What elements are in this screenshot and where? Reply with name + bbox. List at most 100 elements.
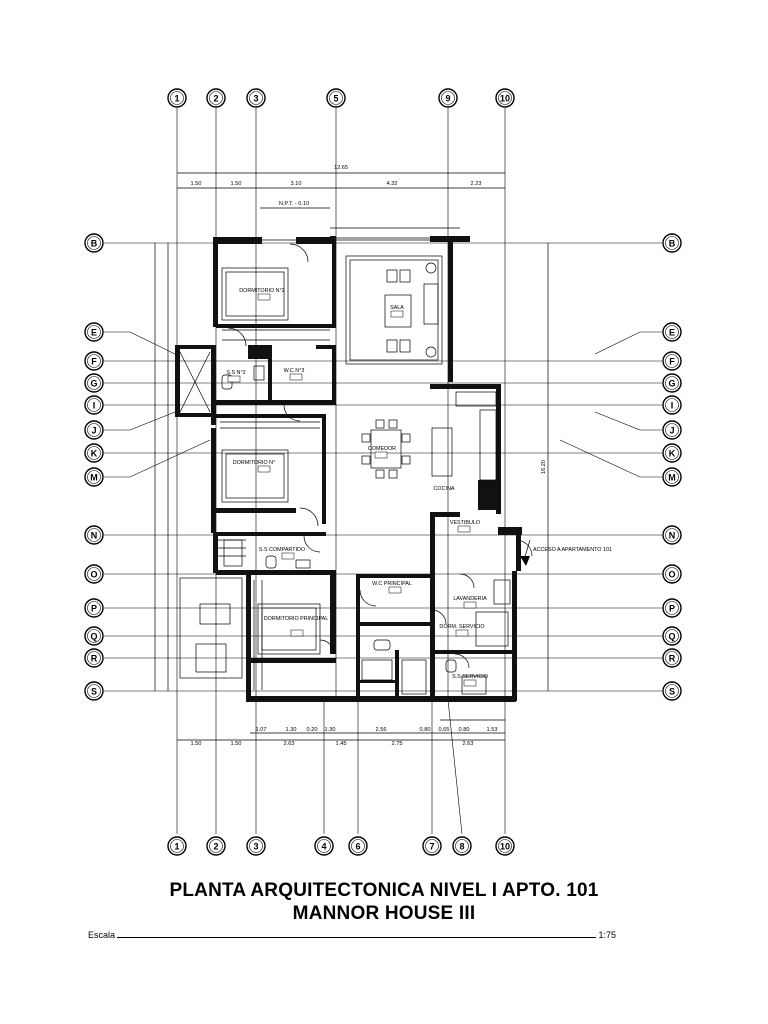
- axis-bubble-left-I: I: [84, 395, 104, 415]
- room-sscompartido: S.S COMPARTIDO: [259, 547, 305, 553]
- axis-bubble-label: K: [669, 449, 676, 459]
- axis-bubbles-right: B E F G I J KM N O P Q R S: [662, 233, 682, 701]
- axis-bubble-right-J: J: [662, 420, 682, 440]
- axis-bubble-right-F: F: [662, 351, 682, 371]
- dim-bot1-2: 1.30: [286, 727, 297, 733]
- axis-bubble-label: K: [91, 449, 98, 459]
- room-ssn2: S.S N°2: [226, 370, 245, 376]
- dim-top-4: 4.32: [387, 181, 398, 187]
- dim-bot2-4: 1.45: [336, 741, 347, 747]
- dim-bot2-5: 2.75: [392, 741, 403, 747]
- axis-bubble-left-R: R: [84, 648, 104, 668]
- axis-bubble-bottom-8: 8: [452, 836, 472, 856]
- axis-bubble-top-10: 10: [495, 88, 515, 108]
- axis-bubble-left-F: F: [84, 351, 104, 371]
- axis-bubble-right-Q: Q: [662, 626, 682, 646]
- axis-bubble-label: N: [669, 531, 676, 541]
- axis-bubble-bottom-2: 2: [206, 836, 226, 856]
- dim-bot1-5: 2.56: [376, 727, 387, 733]
- scale-underline: [117, 929, 597, 938]
- axis-bubble-left-K: K: [84, 443, 104, 463]
- axis-bubble-right-R: R: [662, 648, 682, 668]
- axis-bubble-label: N: [91, 531, 98, 541]
- axis-bubble-label: E: [669, 328, 675, 338]
- axis-bubble-bottom-4: 4: [314, 836, 334, 856]
- dim-top-3: 3.10: [291, 181, 302, 187]
- axis-bubble-bottom-10: 10: [495, 836, 515, 856]
- dim-bot2-6: 2.63: [463, 741, 474, 747]
- dim-bot1-1: 1.07: [256, 727, 267, 733]
- axis-bubble-label: P: [91, 604, 97, 614]
- axis-bubble-left-E: E: [84, 322, 104, 342]
- axis-bubble-right-N: N: [662, 525, 682, 545]
- axis-bubble-label: G: [668, 379, 675, 389]
- drawing-subtitle: MANNOR HOUSE III: [292, 903, 476, 924]
- axis-bubble-left-O: O: [84, 564, 104, 584]
- room-dormservicio: DORM. SERVICIO: [439, 624, 484, 630]
- axis-bubble-top-1: 1: [167, 88, 187, 108]
- room-dorm2: DORMITORIO N°2: [239, 288, 284, 294]
- axis-bubble-bottom-1: 1: [167, 836, 187, 856]
- room-comedor: COMEDOR: [368, 446, 396, 452]
- axis-bubble-label: Q: [668, 632, 675, 642]
- axis-bubble-label: S: [91, 687, 97, 697]
- axis-bubble-right-B: B: [662, 233, 682, 253]
- dim-bot1-6: 0.80: [420, 727, 431, 733]
- room-dorm3: DORMITORIO N°: [233, 460, 276, 466]
- axis-bubble-label: 2: [213, 842, 218, 852]
- dim-bot1-8: 0.80: [459, 727, 470, 733]
- axis-bubble-label: 1: [174, 842, 179, 852]
- axis-bubble-left-Q: Q: [84, 626, 104, 646]
- room-sala: SALA: [390, 305, 404, 311]
- axis-bubble-left-B: B: [84, 233, 104, 253]
- axis-bubble-label: Q: [90, 632, 97, 642]
- axis-bubble-label: O: [90, 570, 97, 580]
- axis-bubble-right-K: K: [662, 443, 682, 463]
- axis-bubble-left-S: S: [84, 681, 104, 701]
- axis-bubble-label: R: [669, 654, 676, 664]
- axis-bubble-label: 2: [213, 94, 218, 104]
- axis-bubble-label: E: [91, 328, 97, 338]
- axis-bubble-left-G: G: [84, 373, 104, 393]
- room-cocina: COCINA: [434, 486, 455, 492]
- axis-bubble-left-M: M: [84, 467, 104, 487]
- room-lavanderia: LAVANDERIA: [453, 596, 487, 602]
- axis-bubble-label: P: [669, 604, 675, 614]
- axis-bubble-label: F: [91, 357, 97, 367]
- interior-details: [179, 237, 533, 695]
- dim-bot1-9: 1.53: [487, 727, 498, 733]
- dim-top-2: 1.50: [231, 181, 242, 187]
- axis-bubble-label: R: [91, 654, 98, 664]
- axis-bubble-left-P: P: [84, 598, 104, 618]
- axis-bubble-label: 7: [429, 842, 434, 852]
- axis-bubble-label: I: [671, 401, 674, 411]
- axis-bubble-right-M: M: [662, 467, 682, 487]
- axis-bubble-label: O: [668, 570, 675, 580]
- axis-bubble-label: J: [669, 426, 674, 436]
- axis-bubble-bottom-7: 7: [422, 836, 442, 856]
- walls: [175, 236, 522, 702]
- axis-bubble-left-N: N: [84, 525, 104, 545]
- dim-top-1: 1.50: [191, 181, 202, 187]
- room-dormprincipal: DORMITORIO PRINCIPAL: [264, 616, 329, 622]
- dim-bot1-4: 1.30: [325, 727, 336, 733]
- dimension-lines: [154, 172, 549, 741]
- axis-bubble-label: 3: [253, 842, 258, 852]
- axis-bubble-right-S: S: [662, 681, 682, 701]
- axis-bubble-bottom-6: 6: [348, 836, 368, 856]
- scale-value: 1:75: [598, 930, 616, 940]
- vertical-grid-lines: [176, 108, 506, 835]
- room-wcprincipal: W.C PRINCIPAL: [372, 581, 412, 587]
- axis-bubble-right-P: P: [662, 598, 682, 618]
- room-acceso: ACCESO A APARTAMENTO 101: [533, 547, 612, 553]
- axis-bubble-label: 10: [500, 842, 510, 852]
- dim-bot2-3: 2.63: [284, 741, 295, 747]
- axis-bubble-label: F: [669, 357, 675, 367]
- axis-bubble-right-G: G: [662, 373, 682, 393]
- dim-bot1-7: 0.65: [439, 727, 450, 733]
- axis-bubble-label: 10: [500, 94, 510, 104]
- dim-top-5: 2.23: [471, 181, 482, 187]
- axis-bubble-label: 3: [253, 94, 258, 104]
